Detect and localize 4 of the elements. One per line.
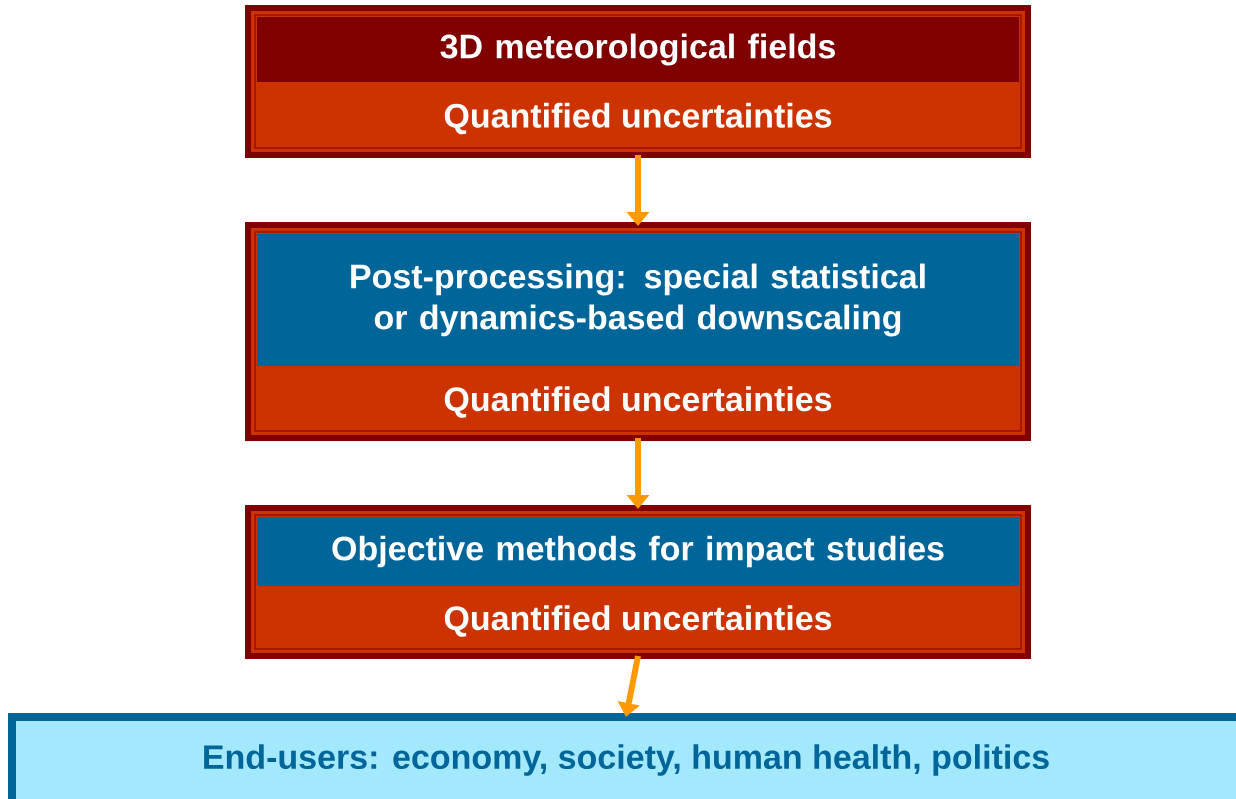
process-box: Objective methods for impact studies Quantified uncertainties — [245, 505, 1031, 659]
process-box: Post-processing: special statistical or dynamics-based downscaling Quantified uncertainties — [245, 222, 1031, 441]
process-box: 3D meteorological fields Quantified uncertainties — [245, 5, 1031, 158]
end-user-box: End-users: economy, society, human health, politics — [8, 713, 1236, 799]
